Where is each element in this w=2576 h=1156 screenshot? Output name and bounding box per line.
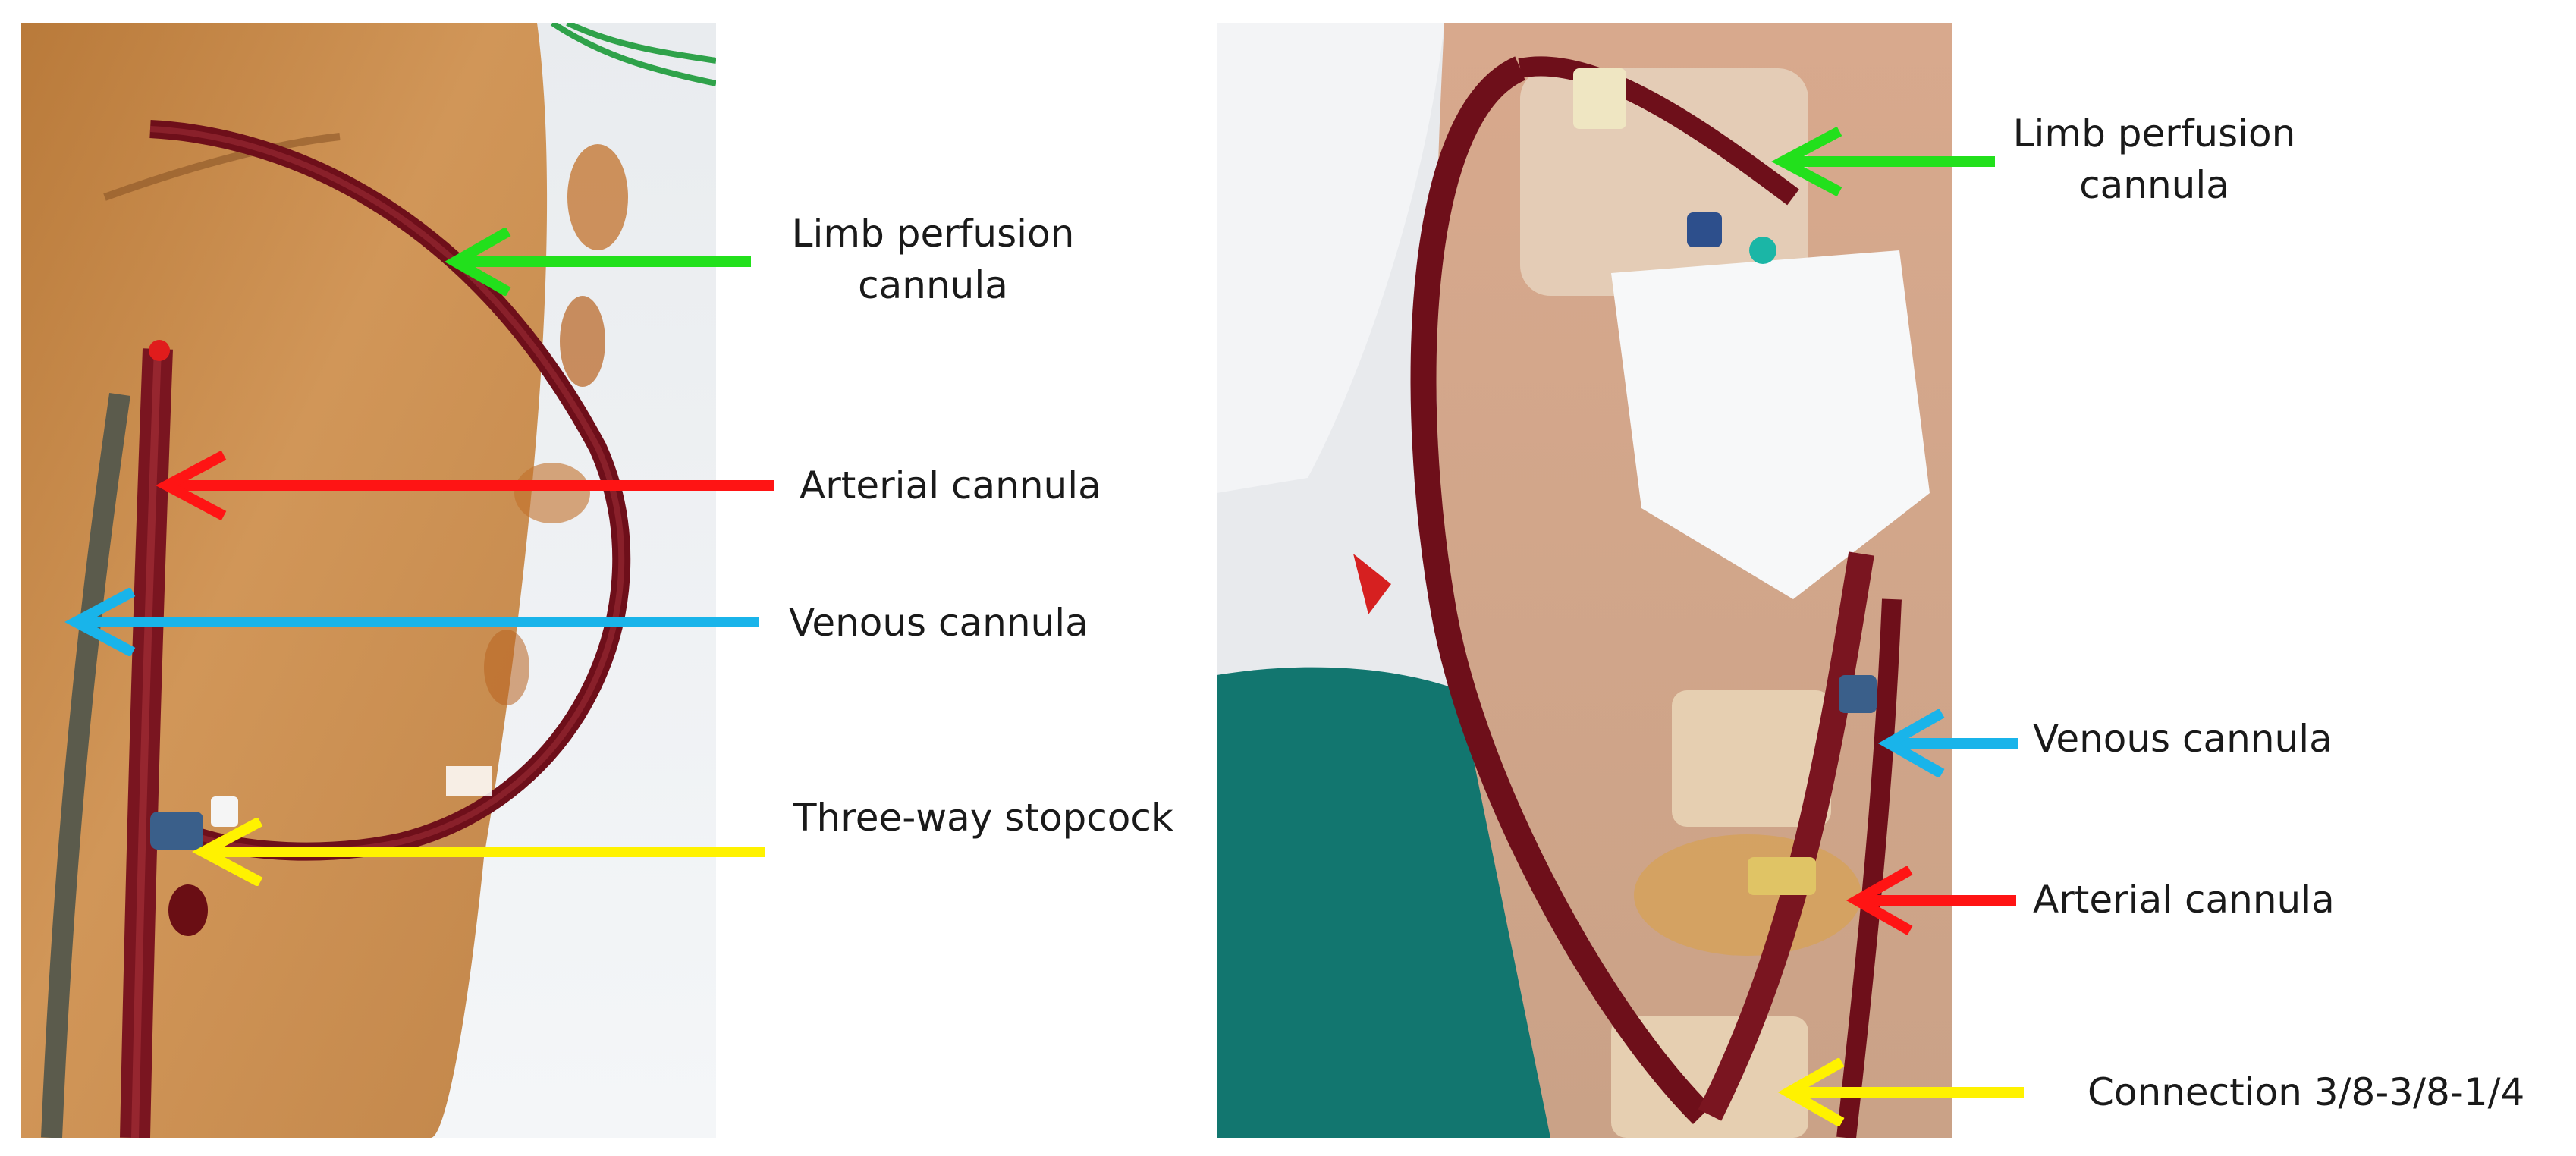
right-limb-perfusion-arrow	[1771, 127, 1995, 196]
left-stopcock-arrow	[192, 818, 765, 886]
left-photo	[21, 23, 716, 1138]
right-venous-arrow	[1877, 709, 2018, 777]
left-limb-perfusion-label-line1: Limb perfusion	[791, 212, 1075, 256]
right-arterial-label: Arterial cannula	[2033, 878, 2335, 922]
left-arterial-arrow	[156, 451, 774, 520]
left-photo-illustration	[21, 23, 716, 1138]
right-limb-perfusion-label-line1: Limb perfusion	[2012, 112, 2296, 155]
left-venous-arrow	[64, 588, 759, 656]
right-limb-perfusion-label: Limb perfusion cannula	[2003, 108, 2306, 211]
left-arterial-label: Arterial cannula	[800, 463, 1101, 507]
left-limb-perfusion-label: Limb perfusion cannula	[781, 208, 1085, 311]
right-limb-perfusion-label-line2: cannula	[2079, 163, 2229, 207]
right-venous-label: Venous cannula	[2033, 717, 2333, 761]
right-connection-arrow	[1777, 1058, 2024, 1126]
right-photo-illustration	[1217, 23, 1952, 1138]
left-stopcock-label: Three-way stopcock	[793, 796, 1173, 840]
left-limb-perfusion-arrow	[444, 228, 751, 296]
right-arterial-arrow	[1846, 866, 2016, 935]
right-photo	[1217, 23, 1952, 1138]
right-connection-label: Connection 3/8-3/8-1/4	[2088, 1070, 2525, 1114]
left-limb-perfusion-label-line2: cannula	[858, 263, 1008, 307]
left-venous-label: Venous cannula	[789, 601, 1089, 645]
